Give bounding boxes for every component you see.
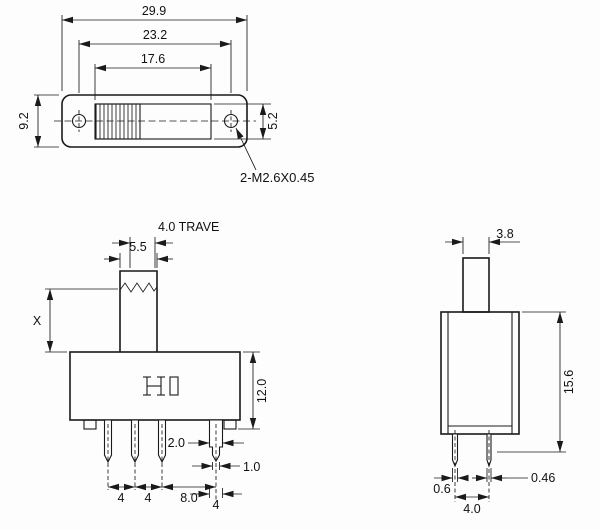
thread-callout-label: 2-M2.6X0.45 (240, 170, 314, 185)
leader-line (235, 127, 257, 171)
dim-travel: 4.0 TRAVE (112, 220, 219, 268)
dim-pin-thickness-right: 0.46 (472, 468, 555, 485)
dim-pin-thickness-left: 0.6 (433, 468, 469, 496)
dim-overall-width-label: 29.9 (142, 4, 166, 18)
dim-pin-pitch-1-label: 4 (118, 491, 125, 505)
dim-slot-width-label: 17.6 (141, 52, 165, 66)
mounting-lug-left (83, 419, 97, 430)
dim-slot-height-label: 5.2 (266, 112, 280, 129)
dim-knob-width-label: 5.5 (129, 240, 146, 254)
dim-overall-width: 29.9 (61, 4, 248, 91)
top-view: 29.9 23.2 17.6 9.2 5.2 (17, 4, 314, 185)
mark-box (169, 376, 179, 396)
dim-lug-width-label: 4 (213, 498, 220, 512)
dim-body-height: 9.2 (17, 94, 59, 148)
mounting-lug-right (223, 419, 237, 430)
switch-body-side (440, 311, 520, 435)
dim-body-height-front-label: 12.0 (255, 379, 269, 403)
dim-knob-width: 5.5 (104, 240, 173, 268)
thread-callout: 2-M2.6X0.45 (235, 127, 314, 185)
manufacturer-mark (143, 376, 179, 396)
dim-body-height-label: 9.2 (17, 112, 31, 129)
slider-slot (94, 103, 212, 140)
dim-knob-depth-label: 3.8 (496, 227, 513, 241)
front-view: 4.0 TRAVE 5.5 X 12.0 4 (33, 220, 269, 512)
dim-row-pitch: 4.0 (455, 493, 489, 516)
dim-row-pitch-label: 4.0 (463, 502, 480, 516)
dim-pin-pitch-chain: 4 4 8.0 (108, 483, 216, 505)
dim-terminal-tip-label: 1.0 (243, 460, 260, 474)
dim-slot-width: 17.6 (94, 52, 212, 100)
dim-knob-depth: 3.8 (445, 227, 520, 254)
dim-terminal-tip: 1.0 (192, 460, 260, 474)
actuator-lever-side (462, 257, 490, 313)
knurl-hatch (99, 104, 137, 139)
dim-pin-pitch-2-label: 4 (145, 491, 152, 505)
dim-total-height: 15.6 (497, 311, 576, 453)
switch-body-front (69, 351, 241, 421)
break-line (119, 282, 158, 293)
dim-pin-span-label: 8.0 (180, 491, 197, 505)
actuator-lever (119, 270, 158, 352)
dim-terminal-width: 2.0 (168, 436, 244, 450)
dim-hole-spacing: 23.2 (78, 28, 232, 93)
dim-hole-spacing-label: 23.2 (143, 28, 167, 42)
dim-lug-width: 4 (190, 488, 242, 512)
dim-terminal-width-label: 2.0 (168, 436, 185, 450)
dim-body-height-front: 12.0 (238, 351, 269, 430)
dim-pin-thickness-left-label: 0.6 (433, 482, 450, 496)
side-view: 3.8 15.6 0.6 0.46 4.0 (433, 227, 576, 516)
dim-shaft-height-label: X (33, 314, 42, 328)
dim-total-height-label: 15.6 (562, 370, 576, 394)
slider-knob (95, 103, 141, 140)
dim-travel-label: 4.0 TRAVE (158, 220, 219, 234)
dim-shaft-height: X (33, 288, 118, 353)
dim-pin-thickness-right-label: 0.46 (531, 471, 555, 485)
